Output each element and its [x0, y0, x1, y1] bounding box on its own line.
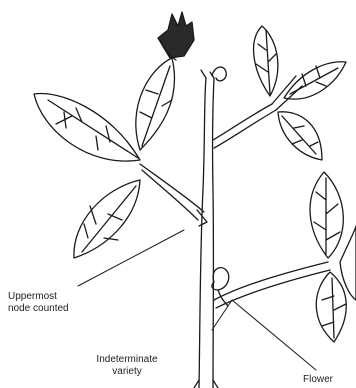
leader-flower — [232, 300, 316, 370]
leaflet-upper-right-top — [254, 26, 278, 96]
indeterminate-variety-label: Indeterminate variety — [84, 354, 170, 378]
terminal-bud-icon — [158, 12, 194, 60]
left-petiole — [140, 164, 204, 212]
leaflet-right-middle — [310, 172, 343, 258]
uppermost-node-label: Uppermost node counted — [8, 291, 69, 315]
leaflet-large-left — [34, 94, 140, 162]
leaflet-lower-left — [74, 180, 140, 258]
indeterminate-label-line2: variety — [84, 366, 170, 378]
leaflet-right-lower — [316, 272, 346, 342]
uppermost-node-label-line1: Uppermost — [8, 291, 69, 303]
leaflet-top-center — [136, 58, 175, 150]
indeterminate-label-line1: Indeterminate — [84, 354, 170, 366]
uppermost-node-label-line2: node counted — [8, 303, 69, 315]
main-stem — [199, 70, 214, 388]
flower-label: Flower — [303, 374, 333, 386]
leaflet-upper-right-lower — [278, 112, 322, 160]
